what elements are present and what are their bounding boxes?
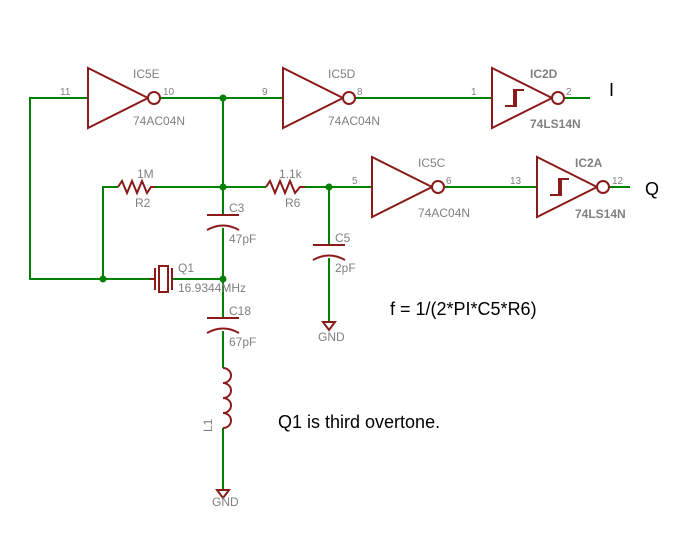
ic5c-name: IC5C (418, 156, 446, 170)
gnd-l1: GND (212, 489, 239, 509)
r2-name: R2 (135, 196, 151, 210)
ic5e-pin-in: 11 (60, 87, 71, 98)
c18-value: 67pF (229, 335, 256, 349)
q1-name: Q1 (178, 261, 194, 275)
junction-c5 (325, 183, 333, 191)
inverter-ic5e: IC5E 74AC04N 11 10 (60, 66, 185, 130)
ic5d-pin-in: 9 (262, 87, 268, 98)
schmitt-ic2a: IC2A 74LS14N 13 12 (510, 155, 626, 221)
ic5d-value: 74AC04N (328, 114, 380, 128)
formula-text: f = 1/(2*PI*C5*R6) (390, 299, 537, 319)
wire-r2-left (102, 186, 118, 279)
junction-middle (219, 183, 227, 191)
ic2d-pin-in: 1 (471, 87, 477, 98)
c18-name: C18 (229, 304, 251, 318)
ic2a-value: 74LS14N (575, 207, 626, 221)
capacitor-c18: C18 67pF (206, 304, 256, 349)
c5-value: 2pF (335, 261, 356, 275)
gnd-c5-label: GND (318, 330, 345, 344)
ic5c-value: 74AC04N (418, 206, 470, 220)
junction-left (99, 275, 107, 283)
l1-name: L1 (201, 418, 215, 432)
output-label-q: Q (645, 179, 659, 199)
ic5c-pin-out: 6 (446, 176, 452, 187)
ic2a-pin-out: 12 (612, 176, 624, 187)
junction-q1 (219, 275, 227, 283)
resistor-r2: 1M R2 (117, 167, 155, 210)
capacitor-c3: C3 47pF (206, 201, 256, 246)
capacitor-c5: C5 2pF (312, 231, 356, 275)
output-label-i: I (609, 80, 614, 100)
ic2a-pin-in: 13 (510, 176, 522, 187)
c3-name: C3 (229, 201, 245, 215)
q1-value: 16.9344MHz (178, 281, 246, 295)
resistor-r6: 1.1k R6 (265, 167, 305, 210)
inverter-ic5d: IC5D 74AC04N 9 8 (262, 66, 380, 130)
inverter-ic5c: IC5C 74AC04N 5 6 (352, 155, 470, 220)
ic2d-name: IC2D (530, 67, 558, 81)
ic5e-name: IC5E (133, 67, 160, 81)
ic5e-pin-out: 10 (163, 87, 175, 98)
gnd-c5: GND (318, 321, 345, 344)
r2-value: 1M (137, 167, 154, 181)
ic5c-pin-in: 5 (352, 176, 358, 187)
junction-top (219, 94, 227, 102)
r6-value: 1.1k (279, 167, 303, 181)
ic5e-value: 74AC04N (133, 114, 185, 128)
ic5d-pin-out: 8 (357, 87, 363, 98)
wire-feedback-loop (29, 97, 150, 280)
ic2d-value: 74LS14N (530, 117, 581, 131)
schmitt-ic2d: IC2D 74LS14N 1 2 (471, 66, 581, 131)
crystal-q1: Q1 16.9344MHz (150, 261, 246, 295)
gnd-l1-label: GND (212, 495, 239, 509)
inductor-l1: L1 (201, 367, 232, 432)
c5-name: C5 (335, 231, 351, 245)
c3-value: 47pF (229, 232, 256, 246)
note-text: Q1 is third overtone. (278, 412, 440, 432)
r6-name: R6 (285, 196, 301, 210)
ic2a-name: IC2A (575, 156, 603, 170)
ic2d-pin-out: 2 (566, 87, 572, 98)
junctions (99, 94, 333, 283)
wires (29, 97, 630, 490)
ic5d-name: IC5D (328, 67, 356, 81)
